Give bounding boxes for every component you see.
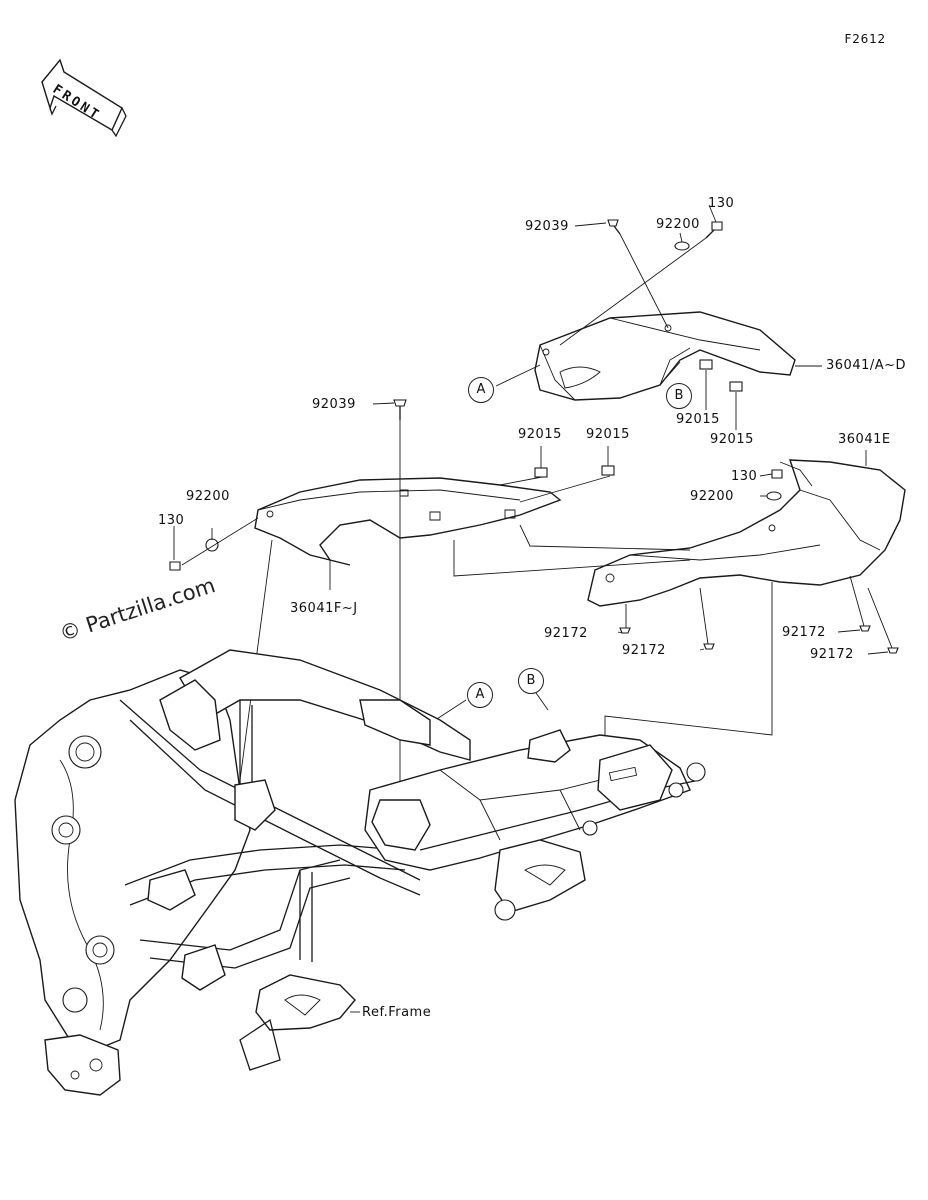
label-130-top: 130: [708, 196, 735, 211]
rear-cover-top: [534, 311, 796, 401]
label-36041-a-d: 36041/A~D: [826, 358, 907, 373]
figure-code: F2612: [844, 32, 886, 46]
label-92039-mid: 92039: [312, 397, 356, 412]
label-92015-m2: 92015: [586, 427, 630, 442]
label-ref-frame: Ref.Frame: [362, 1005, 432, 1020]
side-cover-right: [587, 459, 906, 607]
label-36041e: 36041E: [838, 432, 891, 447]
callout-b-top: B: [666, 383, 692, 409]
label-92015-r2: 92015: [710, 432, 754, 447]
label-92172-1: 92172: [544, 626, 588, 641]
label-92200-right: 92200: [690, 489, 734, 504]
label-36041f-j: 36041F~J: [290, 601, 358, 616]
callout-a-top: A: [468, 377, 494, 403]
label-92039-top: 92039: [525, 219, 569, 234]
label-92172-3: 92172: [782, 625, 826, 640]
front-arrow-icon: [41, 58, 127, 138]
label-92200-top: 92200: [656, 217, 700, 232]
label-92015-m1: 92015: [518, 427, 562, 442]
label-92015-r1: 92015: [676, 412, 720, 427]
label-92172-4: 92172: [810, 647, 854, 662]
callout-b-frame: B: [518, 668, 544, 694]
label-130-right: 130: [731, 469, 758, 484]
leader-lines: [173, 204, 893, 1013]
label-92200-left: 92200: [186, 489, 230, 504]
label-92172-2: 92172: [622, 643, 666, 658]
label-130-left: 130: [158, 513, 185, 528]
callout-a-frame: A: [467, 682, 493, 708]
side-cover-left: [254, 477, 562, 566]
motorcycle-frame: [14, 649, 706, 1096]
